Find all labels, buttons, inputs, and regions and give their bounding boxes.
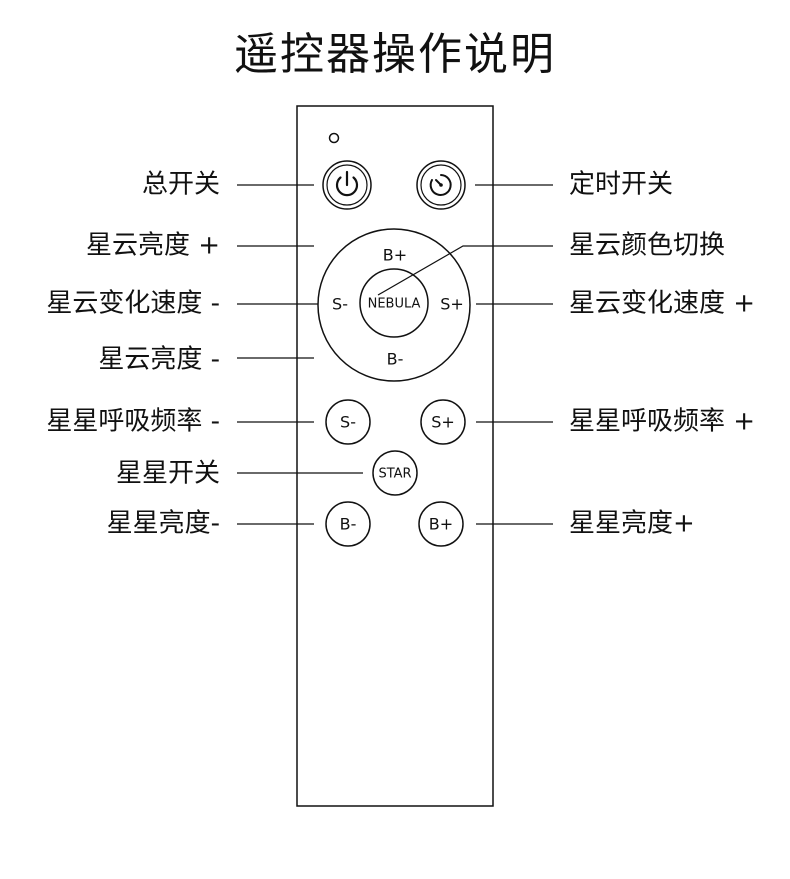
star-speed-down-label: S- [340, 413, 356, 432]
dial-bright-up-button[interactable]: B+ [383, 246, 407, 265]
star-button-label: STAR [378, 467, 411, 482]
star-speed-up-button[interactable]: S+ [420, 399, 466, 445]
page-title: 遥控器操作说明 [234, 29, 556, 80]
label-nebula-speed-up: 星云变化速度 + [569, 289, 755, 319]
timer-icon [429, 174, 452, 196]
label-star-breath-up: 星星呼吸频率 + [569, 407, 755, 437]
label-star-breath-down: 星星呼吸频率 - [46, 407, 220, 437]
power-button[interactable] [322, 160, 372, 210]
label-nebula-speed-down: 星云变化速度 - [46, 289, 220, 319]
star-bright-down-label: B- [340, 515, 357, 534]
label-star-bright-up: 星星亮度+ [569, 509, 695, 539]
star-speed-up-label: S+ [431, 413, 455, 432]
power-icon [335, 170, 359, 197]
dial-speed-down-button[interactable]: S- [332, 295, 348, 314]
star-bright-up-button[interactable]: B+ [418, 501, 464, 547]
label-nebula-bright-up: 星云亮度 + [86, 231, 220, 261]
label-timer: 定时开关 [569, 170, 673, 200]
label-star-switch: 星星开关 [116, 459, 220, 489]
label-power: 总开关 [142, 170, 220, 200]
star-bright-down-button[interactable]: B- [325, 501, 371, 547]
label-star-bright-down: 星星亮度- [107, 509, 220, 539]
nebula-dial: B+ S- S+ B- NEBULA [317, 228, 471, 382]
nebula-color-button[interactable]: NEBULA [359, 268, 429, 338]
dial-bright-down-button[interactable]: B- [387, 350, 404, 369]
nebula-button-label: NEBULA [368, 297, 421, 312]
dial-speed-up-button[interactable]: S+ [440, 295, 464, 314]
leader-nebula-color [377, 245, 553, 296]
label-nebula-color: 星云颜色切换 [569, 231, 725, 261]
led-indicator-icon [328, 132, 340, 144]
star-button[interactable]: STAR [372, 450, 418, 496]
timer-button[interactable] [416, 160, 466, 210]
star-bright-up-label: B+ [429, 515, 453, 534]
label-nebula-bright-down: 星云亮度 - [98, 345, 220, 375]
leader-lines [237, 184, 553, 525]
star-speed-down-button[interactable]: S- [325, 399, 371, 445]
